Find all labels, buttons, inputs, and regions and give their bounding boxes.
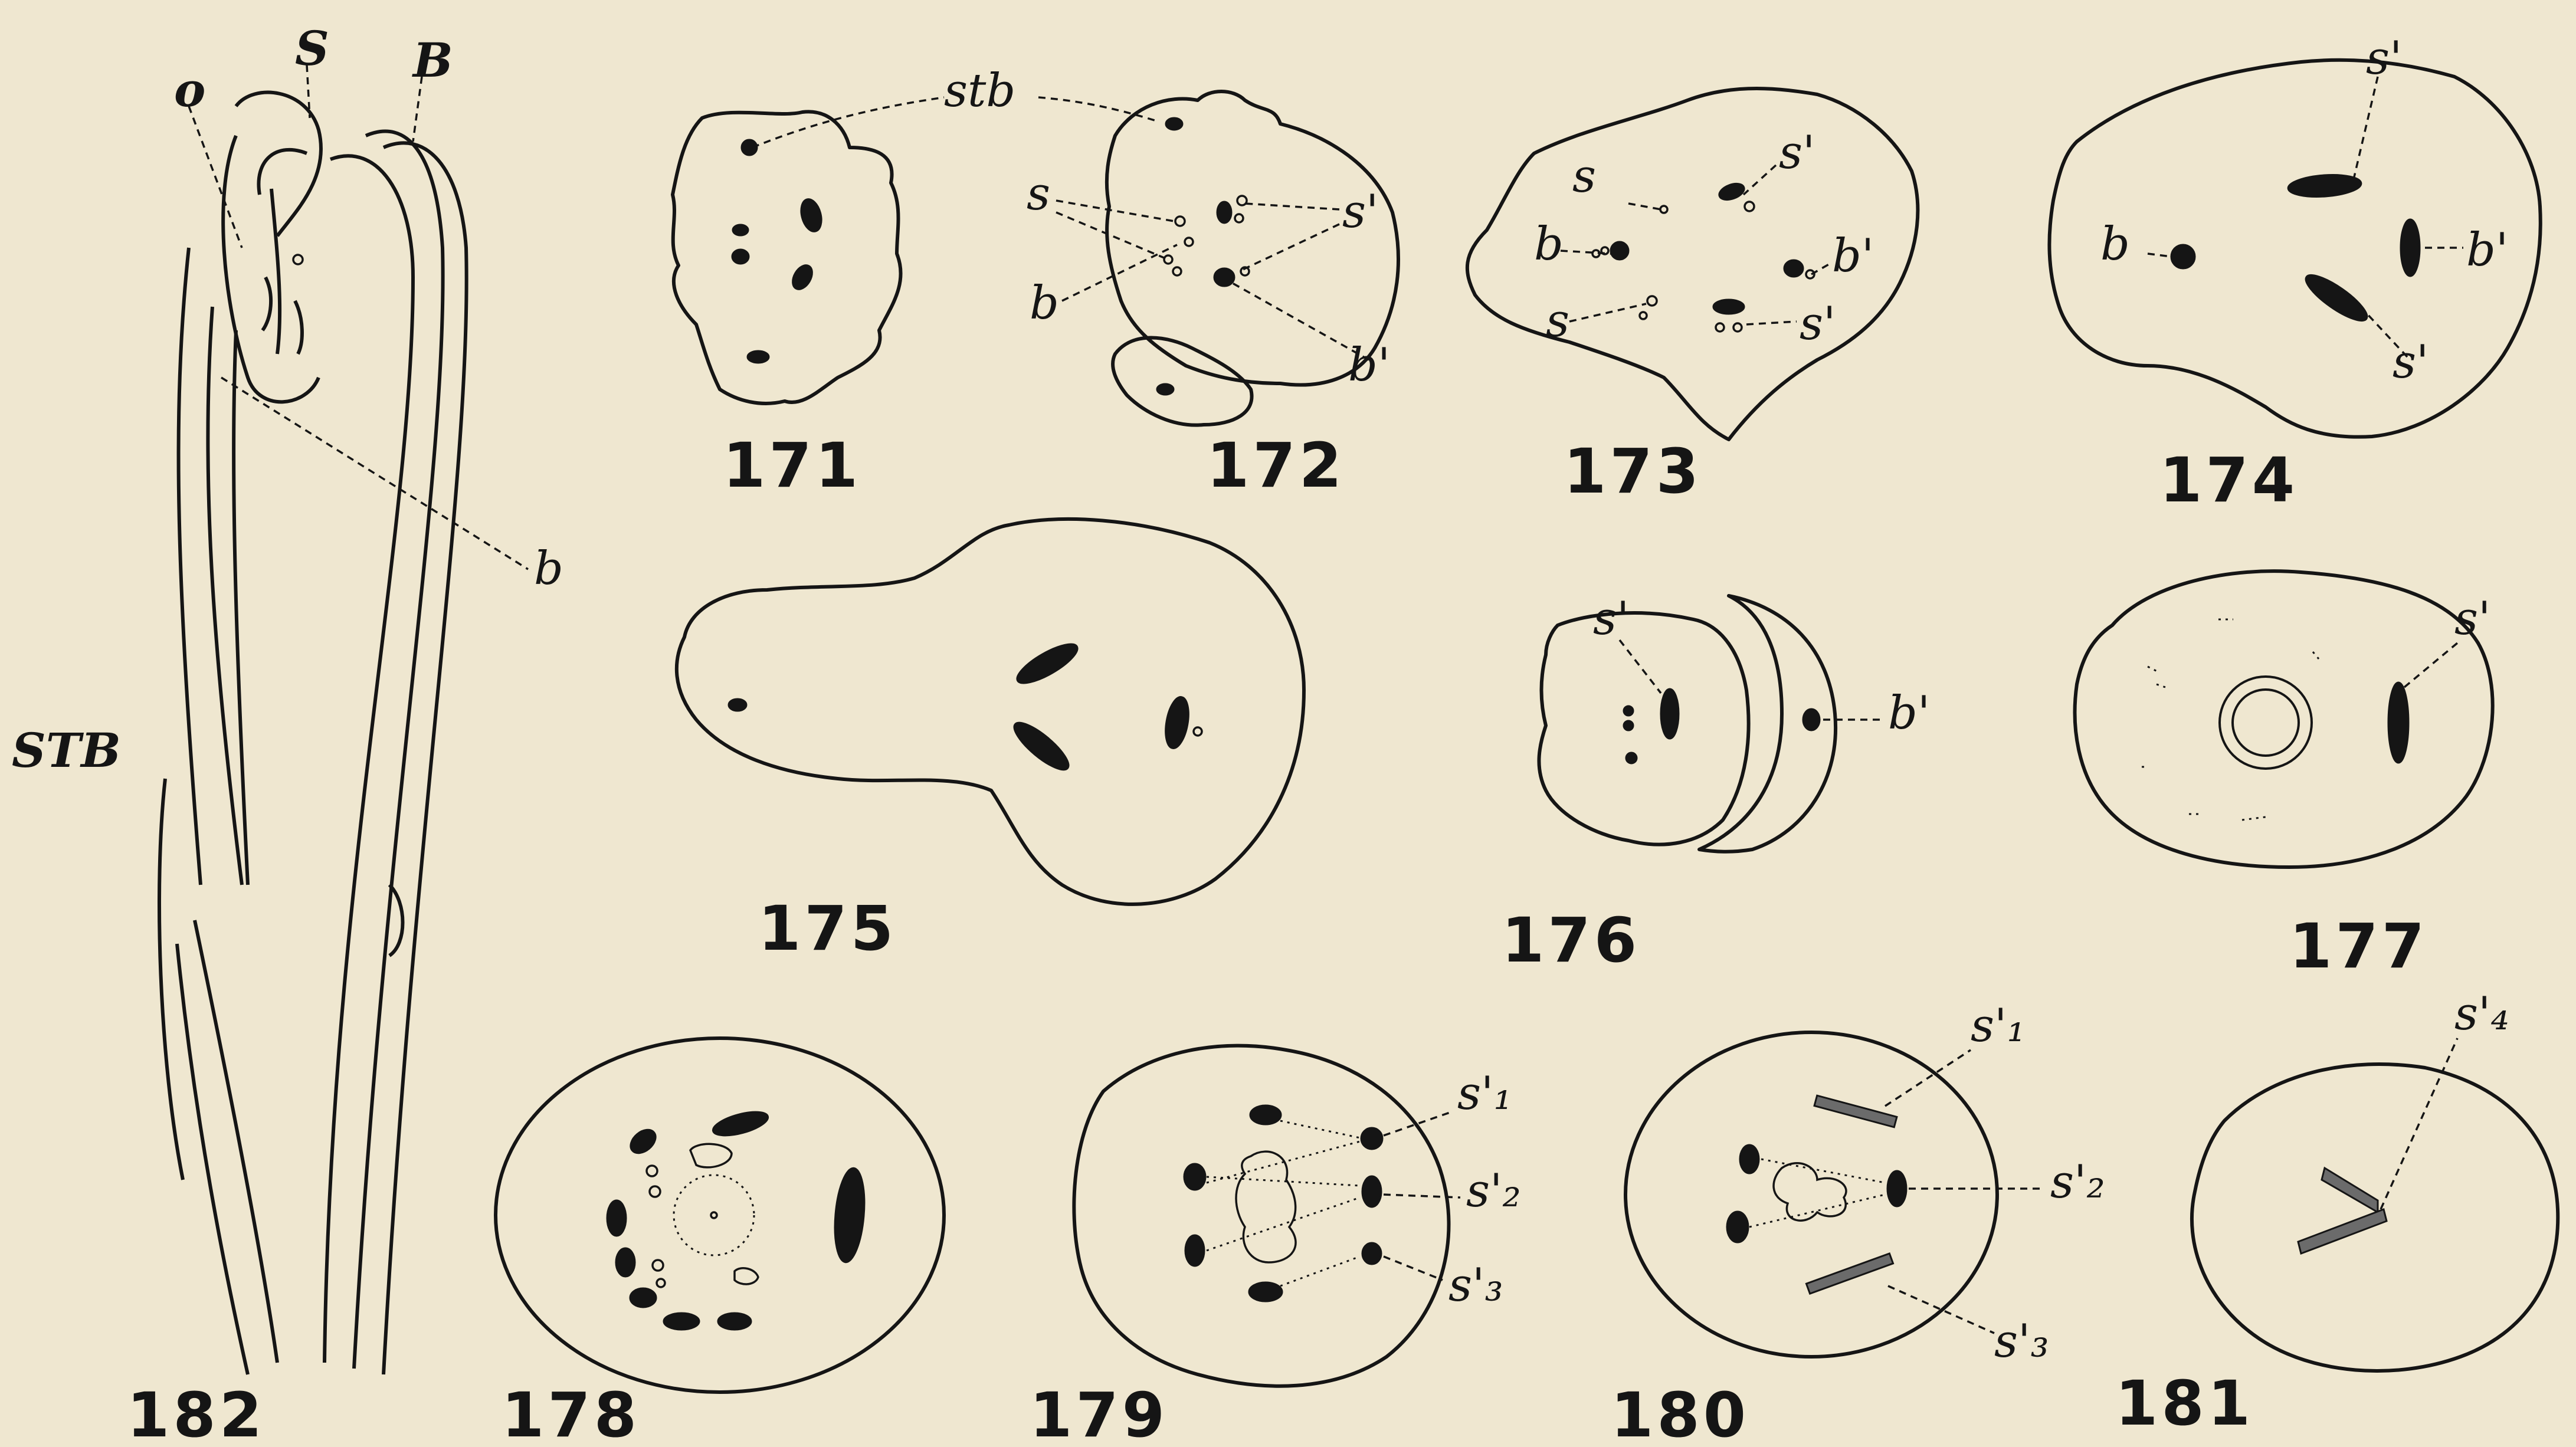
label-s-prime-177: s'	[2454, 592, 2490, 645]
label-b-prime-174: b'	[2466, 224, 2508, 277]
figure-175	[677, 519, 1304, 904]
label-b-174: b	[2100, 218, 2130, 271]
label-stb: stb	[944, 64, 1015, 117]
label-b-173: b	[1534, 218, 1564, 271]
figure-181	[2192, 1038, 2558, 1371]
label-s1-prime-180: s'₁	[1971, 999, 2026, 1052]
figure-178	[496, 1038, 944, 1392]
figure-number-171: 171	[723, 429, 861, 501]
label-b-182: b	[534, 542, 563, 595]
figure-number-175: 175	[758, 893, 897, 964]
label-s-prime-174-bottom: s'	[2393, 336, 2428, 389]
label-s-prime-174-top: s'	[2366, 32, 2402, 85]
label-S: S	[295, 21, 329, 76]
label-s-173-bottom: s	[1546, 294, 1569, 347]
figure-176	[1539, 596, 1882, 852]
label-b-prime-172: b'	[1348, 339, 1390, 392]
figure-number-173: 173	[1564, 435, 1702, 507]
label-b-172: b	[1030, 277, 1059, 330]
label-s2-prime-179: s'₂	[1466, 1164, 1521, 1218]
figure-number-181: 181	[2115, 1367, 2254, 1439]
figure-179	[1074, 1046, 1460, 1386]
label-s4-prime-181: s'₄	[2454, 987, 2509, 1041]
label-STB: STB	[12, 723, 121, 778]
figure-number-182: 182	[127, 1379, 266, 1447]
figure-171	[673, 111, 901, 403]
label-s2-prime-180: s'₂	[2050, 1156, 2105, 1209]
label-s-prime-173-top: s'	[1779, 126, 1815, 179]
label-s-172: s	[1027, 168, 1050, 221]
figure-182	[159, 65, 528, 1374]
figure-number-180: 180	[1611, 1379, 1749, 1447]
label-s1-prime-179: s'₁	[1457, 1067, 1512, 1120]
figure-number-177: 177	[2289, 910, 2428, 982]
label-b-prime-173: b'	[1832, 229, 1874, 283]
figure-180	[1625, 1032, 2044, 1357]
label-s-prime-176: s'	[1593, 592, 1629, 645]
figure-number-174: 174	[2159, 444, 2298, 516]
label-s-173-top: s	[1572, 150, 1596, 203]
label-s-prime-173-bottom: s'	[1800, 297, 1836, 350]
figure-number-172: 172	[1207, 429, 1345, 501]
figure-177	[2075, 571, 2493, 867]
label-s-prime-172: s'	[1342, 185, 1378, 238]
figure-172	[1056, 91, 1398, 425]
figure-number-176: 176	[1502, 904, 1640, 976]
figure-number-179: 179	[1030, 1379, 1168, 1447]
label-s3-prime-179: s'₃	[1448, 1259, 1503, 1312]
label-b-prime-176: b'	[1888, 687, 1930, 740]
label-s3-prime-180: s'₃	[1994, 1315, 2049, 1368]
label-B: B	[412, 32, 453, 88]
figure-number-178: 178	[502, 1379, 640, 1447]
label-o: o	[174, 62, 205, 117]
